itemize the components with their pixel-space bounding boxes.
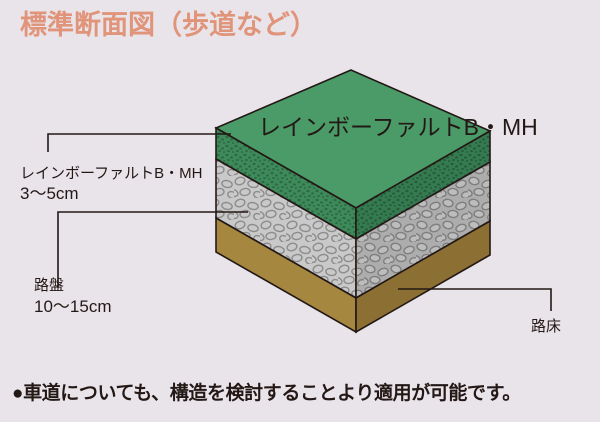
callout-roadbed-leader-line — [57, 211, 248, 288]
callout-surface-label-line1: レインボーファルトB・MH — [20, 165, 202, 182]
callout-subgrade-label-line1: 路床 — [531, 318, 561, 335]
callout-surface: レインボーファルトB・MH 3〜5cm — [20, 133, 231, 203]
callout-surface-leader-line — [47, 133, 231, 152]
callout-roadbed: 路盤 10〜15cm — [34, 211, 248, 316]
callout-subgrade-leader-line — [398, 288, 552, 311]
callout-roadbed-label-line1: 路盤 — [34, 277, 64, 294]
top-face-label: レインボーファルトB・MH — [258, 114, 538, 140]
callout-surface-label-line2: 3〜5cm — [20, 184, 79, 203]
page-title: 標準断面図（歩道など） — [20, 10, 317, 40]
callout-roadbed-label-line2: 10〜15cm — [34, 297, 111, 316]
callout-subgrade: 路床 — [398, 288, 561, 335]
layer-subgrade-side-face — [355, 219, 491, 334]
block-3d — [214, 69, 492, 334]
footnote-text: ●車道についても、構造を検討することより適用が可能です。 — [12, 383, 521, 404]
